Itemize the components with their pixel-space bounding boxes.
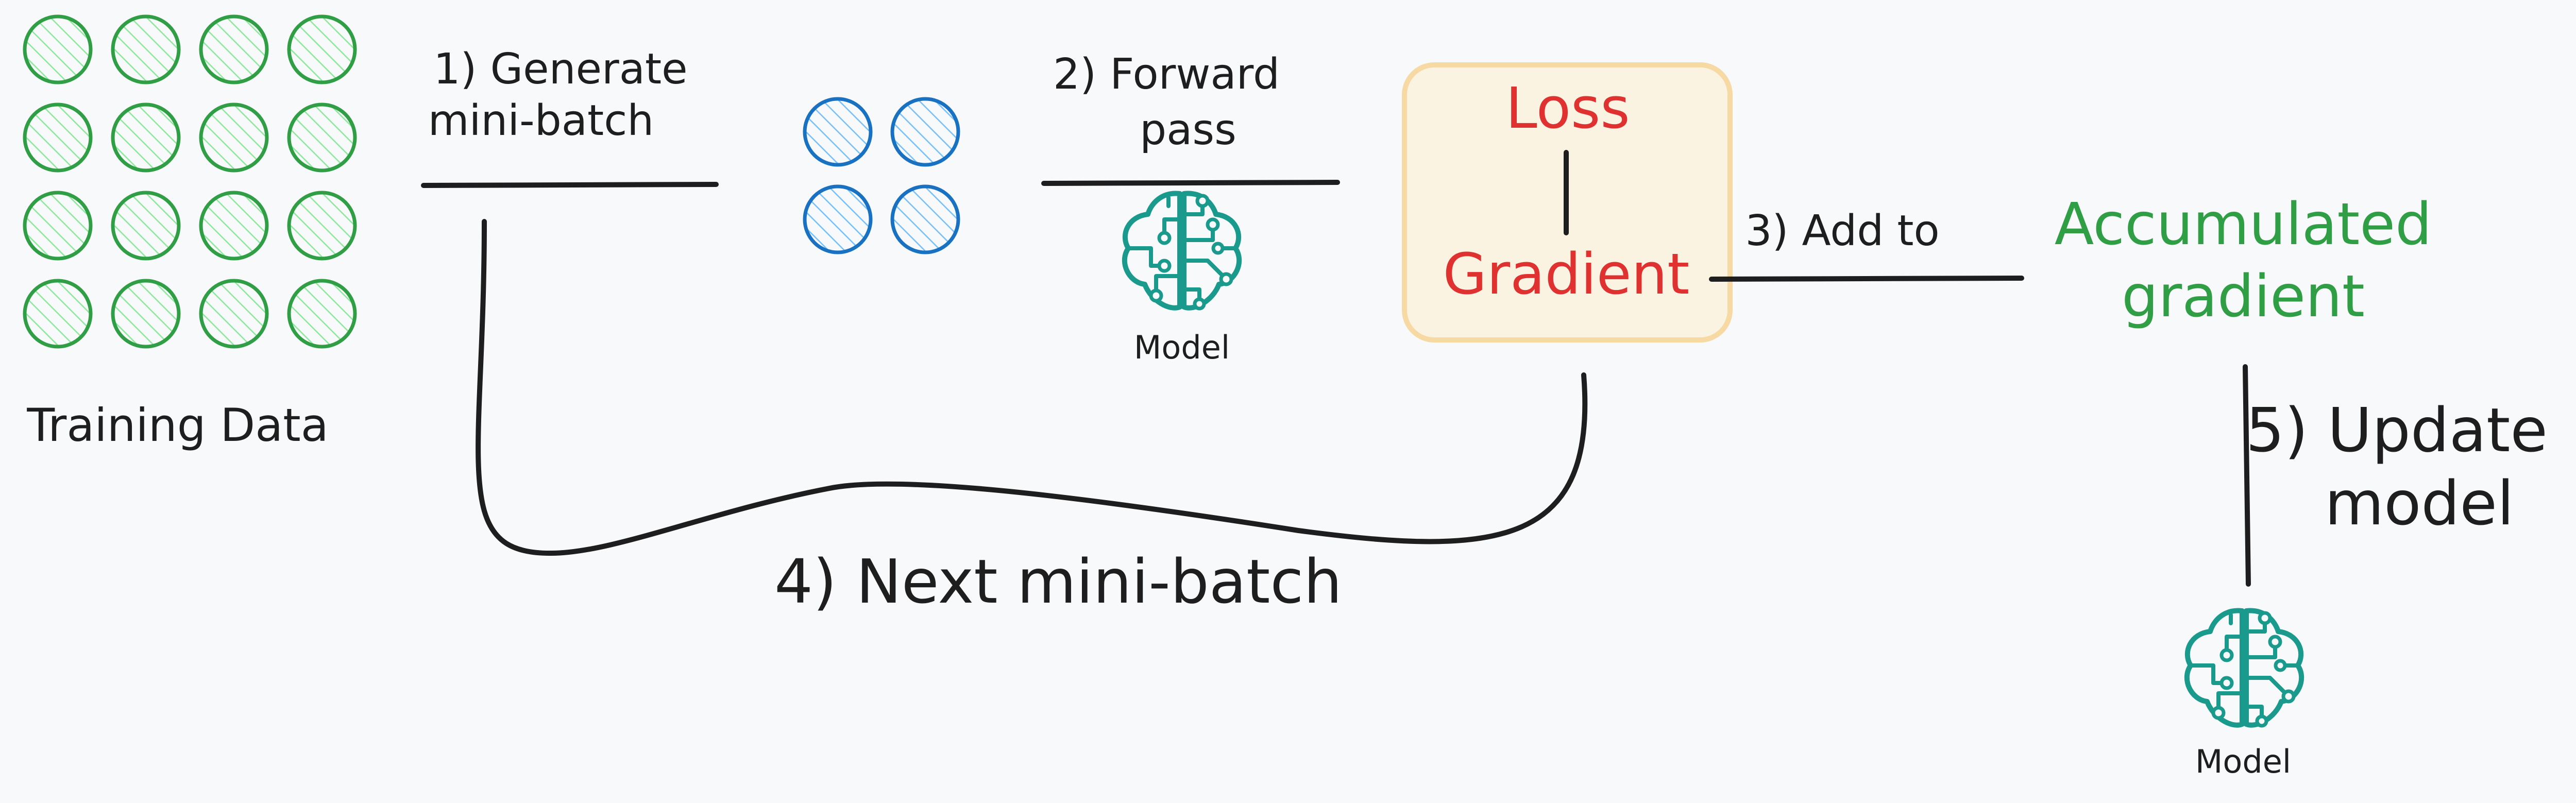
training-sample-circle-6 xyxy=(111,102,181,173)
training-sample-circle-10 xyxy=(111,191,181,261)
step1-label-line2: mini-batch xyxy=(428,96,654,145)
step5-label-line2: model xyxy=(2325,468,2514,539)
training-sample-circle-9 xyxy=(23,191,93,261)
mini-batch-grid xyxy=(803,97,960,254)
update-model-arrow xyxy=(2243,364,2251,587)
training-data-grid xyxy=(23,14,357,349)
step5-label-line1: 5) Update xyxy=(2246,395,2548,466)
loss-label: Loss xyxy=(1505,75,1630,141)
step3-label: 3) Add to xyxy=(1745,207,1939,255)
step2-label-line1: 2) Forward xyxy=(1053,50,1280,99)
training-sample-circle-4 xyxy=(287,14,357,84)
training-data-label: Training Data xyxy=(26,399,328,452)
training-sample-circle-3 xyxy=(199,14,269,84)
training-sample-circle-7 xyxy=(199,102,269,173)
model-bottom-label: Model xyxy=(2195,743,2291,780)
training-sample-circle-13 xyxy=(23,279,93,349)
training-sample-circle-16 xyxy=(287,279,357,349)
training-sample-circle-8 xyxy=(287,102,357,173)
model-top-label: Model xyxy=(1134,329,1230,366)
next-minibatch-curve-arrow xyxy=(476,219,1588,556)
training-sample-circle-5 xyxy=(23,102,93,173)
accumulated-label-line2: gradient xyxy=(2122,263,2365,330)
gradient-label: Gradient xyxy=(1443,241,1690,307)
training-sample-circle-11 xyxy=(199,191,269,261)
forward-pass-arrow xyxy=(1041,180,1340,186)
step2-label-line2: pass xyxy=(1140,106,1236,155)
training-sample-circle-15 xyxy=(199,279,269,349)
step1-label-line1: 1) Generate xyxy=(433,45,687,94)
minibatch-sample-circle-4 xyxy=(890,184,960,254)
minibatch-sample-circle-1 xyxy=(803,97,873,167)
model-bottom-brain-circuit-icon xyxy=(2187,611,2301,726)
minibatch-sample-circle-3 xyxy=(803,184,873,254)
accumulated-label-line1: Accumulated xyxy=(2055,191,2432,258)
add-to-accumulated-arrow xyxy=(1709,276,2024,282)
training-sample-circle-2 xyxy=(111,14,181,84)
model-top-brain-circuit-icon xyxy=(1125,194,1239,309)
training-sample-circle-14 xyxy=(111,279,181,349)
training-sample-circle-12 xyxy=(287,191,357,261)
generate-minibatch-arrow xyxy=(421,182,719,188)
minibatch-sample-circle-2 xyxy=(890,97,960,167)
step4-label: 4) Next mini-batch xyxy=(774,546,1342,617)
training-sample-circle-1 xyxy=(23,14,93,84)
